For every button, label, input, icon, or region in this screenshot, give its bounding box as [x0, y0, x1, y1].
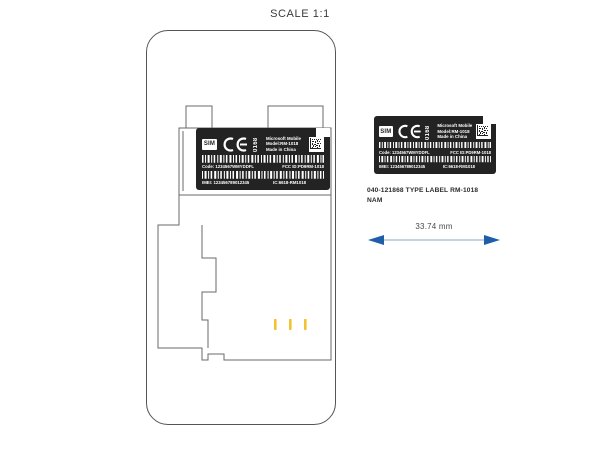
- label-caption-line-1: 040-121868 TYPE LABEL RM-1018: [367, 187, 479, 194]
- brand-line-1: Microsoft Mobile: [266, 135, 301, 141]
- brand-line-1-detail: Microsoft Mobile: [437, 123, 473, 129]
- barcode-icon: [202, 155, 324, 163]
- code-row-1-detail: Code: 1234567WMYDDFL FCC ID:PD9RM-1018: [379, 150, 491, 155]
- label-detail-header-row: SIM 0168 Microsoft Mobile Model:RM-1018 …: [379, 121, 492, 142]
- code-row-2-left-detail: IMEI: 123456789012345: [379, 164, 426, 169]
- sim-badge: SIM: [202, 138, 217, 150]
- dimension-arrow-icon: [368, 235, 500, 245]
- brand-line-3-detail: Made in China: [437, 134, 468, 140]
- code-row-2-left: IMEI: 123456789012345: [202, 180, 250, 185]
- ce-notified-body-number-detail: 0168: [425, 124, 432, 140]
- code-row-2-detail: IMEI: 123456789012345 IC:6618-RM1018: [379, 164, 491, 169]
- code-row-2-right-detail: IC:6618-RM1018: [442, 164, 475, 169]
- label-header-row: SIM 0168 Microsoft Mobile Model:RM-1018 …: [202, 133, 324, 155]
- label-caption: 040-121868 TYPE LABEL RM-1018 NAM: [367, 186, 537, 206]
- label-caption-line-2: NAM: [367, 196, 383, 204]
- brand-block-detail: Microsoft Mobile Model:RM-1018 Made in C…: [437, 123, 472, 140]
- dimension-annotation: 33.74 mm: [368, 222, 500, 248]
- code-row-1-right: FCC ID:PD9RM-1018: [282, 164, 324, 170]
- label-detail-corner-notch: [483, 116, 496, 124]
- arrow-head-left: [368, 235, 384, 245]
- barcode-icon-2: [202, 170, 324, 179]
- ce-mark-icon-detail: [398, 124, 421, 139]
- label-corner-notch: [316, 128, 330, 137]
- arrow-head-right: [484, 235, 500, 245]
- datamatrix-code-icon: [309, 136, 324, 152]
- brand-block: Microsoft Mobile Model:RM-1018 Made in C…: [266, 136, 301, 153]
- code-row-1: Code: 1234567WMYDDFL FCC ID:PD9RM-1018: [202, 164, 324, 169]
- datamatrix-vector: [310, 137, 321, 149]
- code-row-2: IMEI: 123456789012345 IC:6618-RM1018: [202, 180, 324, 185]
- barcode-icon-detail-1: [379, 142, 491, 149]
- sim-badge-detail: SIM: [379, 126, 393, 137]
- ce-notified-body-number: 0168: [253, 137, 259, 152]
- brand-line-2-detail: Model:RM-1018: [437, 128, 470, 134]
- dimension-value: 33.74 mm: [415, 222, 453, 231]
- code-row-1-left-detail: Code: 1234567WMYDDFL: [379, 149, 430, 155]
- code-row-2-right: IC:6618-RM1018: [273, 180, 306, 185]
- brand-line-3: Made in China: [266, 146, 296, 152]
- brand-line-2: Model:RM-1018: [266, 141, 299, 147]
- barcode-icon-detail-2: [379, 156, 491, 163]
- type-label-actual-size: SIM 0168 Microsoft Mobile Model:RM-1018 …: [196, 128, 330, 190]
- label-content: SIM 0168 Microsoft Mobile Model:RM-1018 …: [196, 128, 330, 190]
- label-detail-content: SIM 0168 Microsoft Mobile Model:RM-1018 …: [374, 116, 496, 174]
- drawing-title: SCALE 1:1: [270, 8, 330, 20]
- type-label-detail-view: SIM 0168 Microsoft Mobile Model:RM-1018 …: [374, 116, 496, 174]
- code-row-1-left: Code: 1234567WMYDDFL: [202, 164, 255, 170]
- datamatrix-code-icon-detail: [476, 124, 492, 139]
- phone-body-outline: [146, 30, 336, 425]
- ce-mark-icon: [223, 136, 247, 152]
- datamatrix-vector-detail: [477, 125, 489, 136]
- code-row-1-right-detail: FCC ID:PD9RM-1018: [450, 149, 491, 155]
